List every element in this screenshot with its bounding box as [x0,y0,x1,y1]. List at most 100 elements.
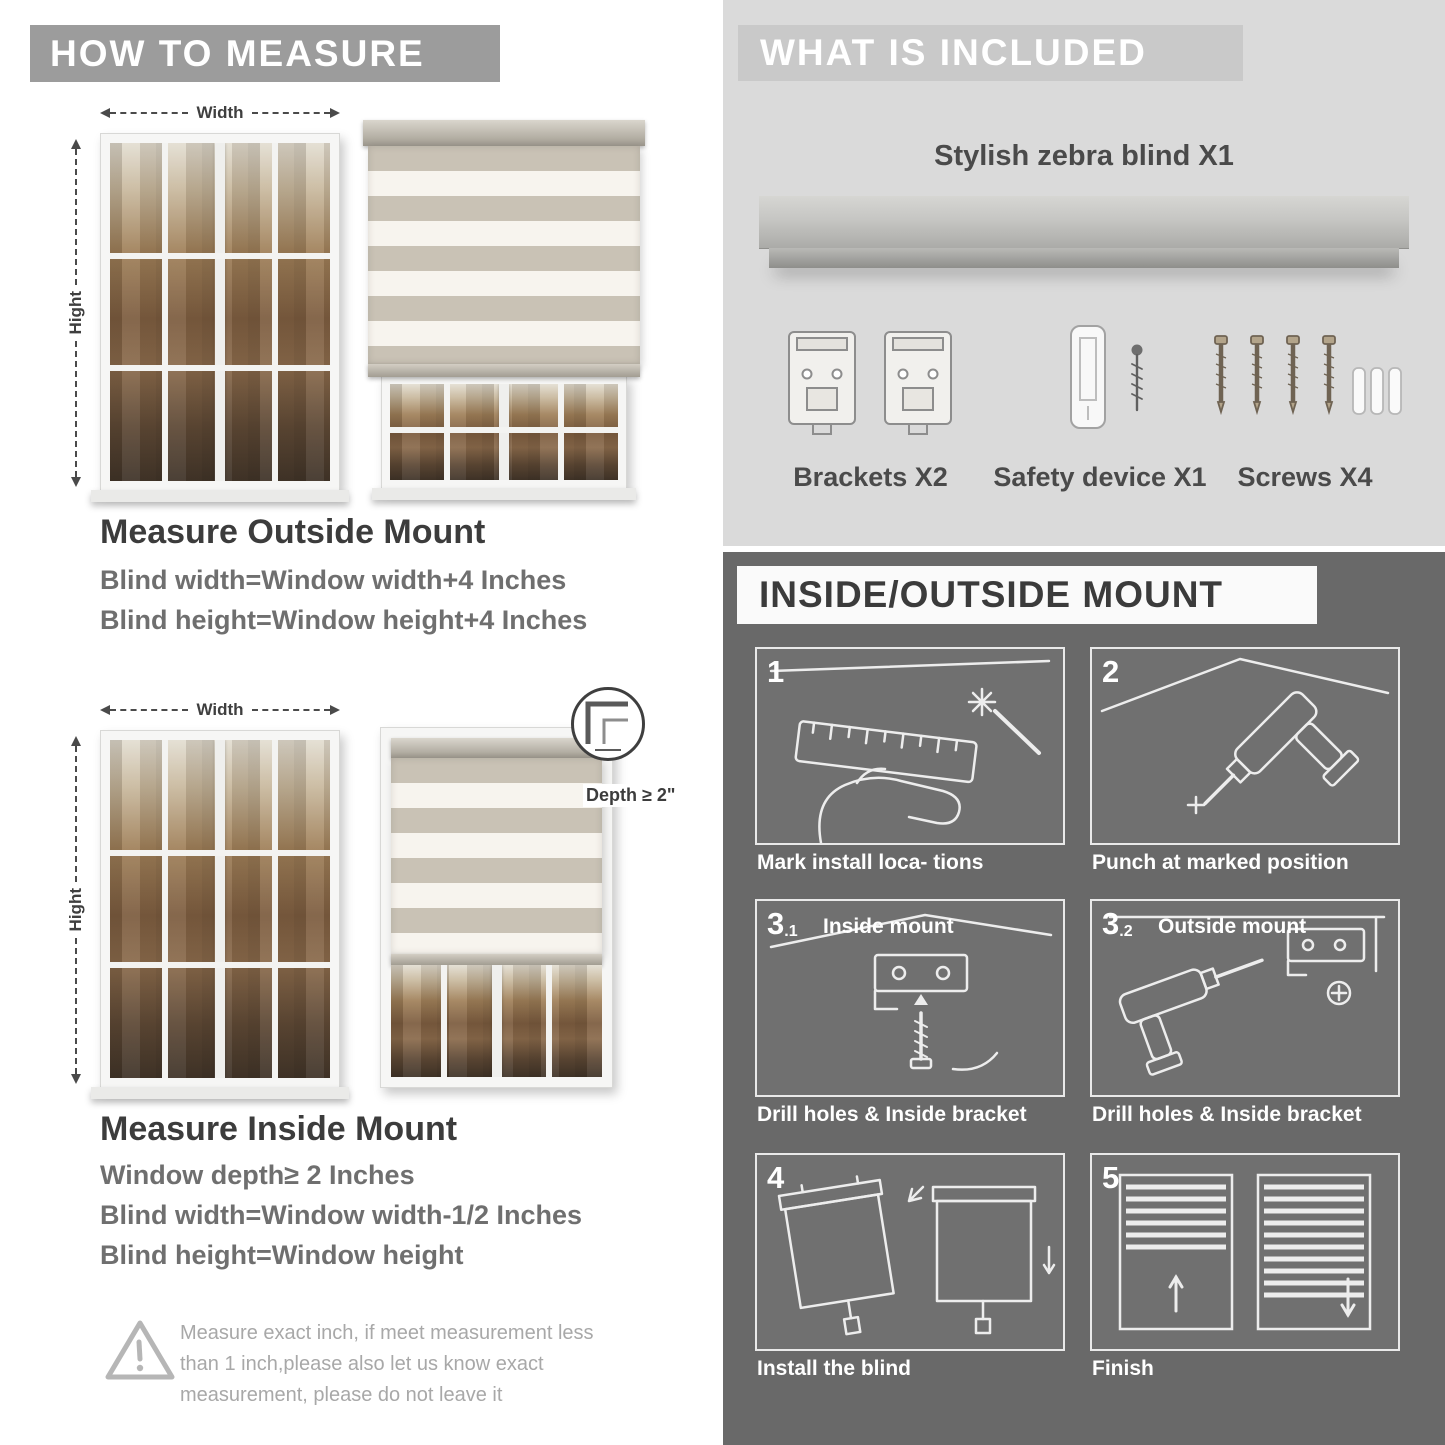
window-sill [91,1087,349,1099]
arrow-line [110,709,189,711]
step-caption-3-2: Drill holes & Inside bracket [1092,1103,1362,1126]
window-panes [390,384,618,480]
window-sill [91,490,349,502]
step-box-5: 5 [1090,1153,1400,1351]
arrow-down-icon [71,1074,81,1084]
step-caption-5: Finish [1092,1357,1154,1380]
step-number: 1 [767,654,785,689]
step-box-2: 2 [1090,647,1400,845]
muntin [162,143,168,481]
blind-cassette [363,120,645,146]
step-caption-3-1: Drill holes & Inside bracket [757,1103,1027,1126]
height-arrow-outside: Hight [66,139,86,487]
muntin [440,965,447,1077]
finish-blinds-icon [1118,1173,1372,1331]
screws-label: Screws X4 [1237,462,1373,492]
screws-icon [1214,335,1402,416]
window-panes [391,965,602,1077]
arrow-line [75,340,77,477]
width-label: Width [196,103,244,122]
brackets-label: Brackets X2 [793,462,948,492]
step-number: 2 [1102,654,1120,689]
window-panes [110,143,330,481]
step-box-4: 4 [755,1153,1065,1351]
outside-rule-width: Blind width=Window width+4 Inches [100,565,567,595]
blind-cassette [391,738,602,758]
blind-outside-illustration [363,120,645,500]
blind-inside-illustration [380,727,613,1088]
depth-callout-circle [571,687,645,761]
inside-rule-height: Blind height=Window height [100,1240,464,1270]
inside-bracket-icon [769,913,1053,1071]
muntin [110,849,330,856]
width-arrow-inside: Width [100,700,340,720]
window-illustration-outside [91,133,349,502]
muntin [162,740,168,1078]
step-number: 5 [1102,1160,1120,1195]
arrow-line [75,746,77,883]
window-panes [110,740,330,1078]
zebra-blind-headrail-illustration [759,196,1409,248]
arrow-right-icon [330,705,340,715]
blind-stripes [391,758,602,954]
step-number: 3.1 [767,906,798,941]
measurement-warning-text: Measure exact inch, if meet measurement … [180,1322,594,1406]
zebra-blind-valance [769,248,1399,268]
muntin [110,252,330,259]
step-caption-2: Punch at marked position [1092,851,1349,874]
window-illustration-inside [91,730,349,1099]
step-box-3-1: 3.1 Inside mount [755,899,1065,1097]
muntin [272,143,278,481]
blind-bottom-rail [368,364,640,377]
step-caption-1: Mark install loca- tions [757,851,984,874]
frame-corner-zoom-icon [585,701,628,751]
arrow-up-icon [71,736,81,746]
arrow-line [75,937,77,1074]
window-sill [372,488,636,500]
height-label: Hight [66,291,85,335]
arrow-up-icon [71,139,81,149]
window-behind-blind [372,375,636,500]
step-number: 3.2 [1102,906,1133,941]
muntin [272,740,278,1078]
outside-mount-title: Measure Outside Mount [100,513,486,551]
how-to-measure-header: HOW TO MEASURE [30,25,500,82]
muntin [390,427,618,434]
arrow-right-icon [330,108,340,118]
step-box-3-2: 3.2 Outside mount [1090,899,1400,1097]
arrow-line [251,112,330,114]
drill-icon [1100,657,1390,815]
safety-device-label: Safety device X1 [993,462,1207,492]
safety-device-icon [1070,325,1143,429]
inside-rule-depth: Window depth≥ 2 Inches [100,1160,415,1190]
inside-outside-mount-section: INSIDE/OUTSIDE MOUNT [723,552,1445,1445]
muntin [110,365,330,372]
step-caption-4: Install the blind [757,1357,912,1380]
product-label: Stylish zebra blind X1 [934,140,1234,172]
brackets-icon [788,331,952,435]
inside-mount-content [391,738,602,1077]
blind-bottom-rail [391,954,602,965]
outside-bracket-icon [1108,915,1386,1076]
muntin [110,962,330,969]
muntin [546,965,553,1077]
height-arrow-inside: Hight [66,736,86,1084]
inside-outside-mount-header: INSIDE/OUTSIDE MOUNT [737,566,1317,624]
what-is-included-section: WHAT IS INCLUDED Stylish zebra blind X1 [723,0,1445,546]
warning-icon-wrap [103,1316,177,1389]
step-number: 4 [767,1160,785,1195]
arrow-line [251,709,330,711]
depth-note: Depth ≥ 2" [583,784,679,807]
mullion [491,965,502,1077]
inside-rule-width: Blind width=Window width-1/2 Inches [100,1200,583,1230]
install-blind-icon [777,1175,1056,1336]
step-box-1: 1 [755,647,1065,845]
outside-rule-height: Blind height=Window height+4 Inches [100,605,588,635]
inside-mount-title: Measure Inside Mount [100,1110,458,1148]
warning-triangle-icon [105,1320,175,1380]
arrow-left-icon [100,108,110,118]
arrow-line [110,112,189,114]
mullion [215,740,225,1078]
what-is-included-header: WHAT IS INCLUDED [738,25,1243,81]
